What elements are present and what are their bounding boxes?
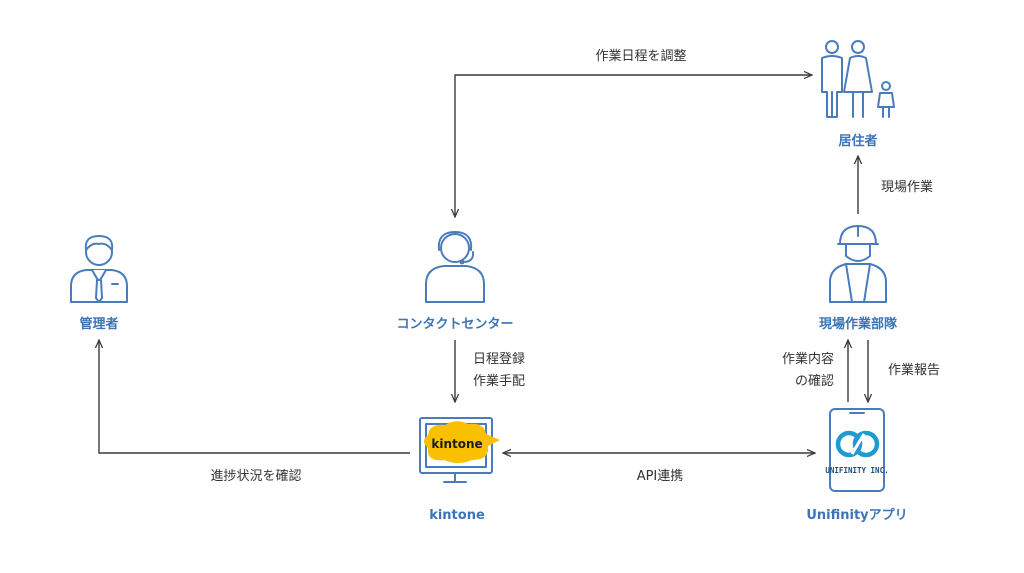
construction-worker-icon <box>829 225 887 303</box>
headset-operator-icon <box>425 231 485 303</box>
node-label-contact-center: コンタクトセンター <box>396 317 513 332</box>
edge-label-confirm-line2: の確認 <box>795 373 834 389</box>
edge-label-field-work: 現場作業 <box>881 179 933 195</box>
unifinity-logo: UNIFINITY INC. <box>825 430 889 475</box>
edge-label-report: 作業報告 <box>888 362 940 378</box>
arrow-schedule-adjust <box>455 75 812 217</box>
kintone-logo-text: kintone <box>431 437 482 451</box>
node-label-kintone: kintone <box>429 508 485 523</box>
node-label-field-team: 現場作業部隊 <box>819 316 898 332</box>
edge-label-register-line2: 作業手配 <box>473 373 525 389</box>
node-label-resident: 居住者 <box>838 133 877 149</box>
kintone-logo: kintone <box>424 421 500 463</box>
edge-label-adjust-schedule: 作業日程を調整 <box>595 48 686 64</box>
edge-label-register-line1: 日程登録 <box>473 352 525 367</box>
arrow-progress-check <box>99 340 410 454</box>
edge-label-progress-check: 進捗状況を確認 <box>210 468 301 484</box>
edge-label-confirm-line1: 作業内容 <box>782 351 834 367</box>
node-label-unifinity: Unifinityアプリ <box>806 508 907 523</box>
node-label-manager: 管理者 <box>79 316 118 332</box>
family-icon <box>821 40 895 118</box>
unifinity-logo-text: UNIFINITY INC. <box>825 466 888 475</box>
businessman-icon <box>70 235 128 303</box>
edge-label-api-link: API連携 <box>637 468 684 484</box>
